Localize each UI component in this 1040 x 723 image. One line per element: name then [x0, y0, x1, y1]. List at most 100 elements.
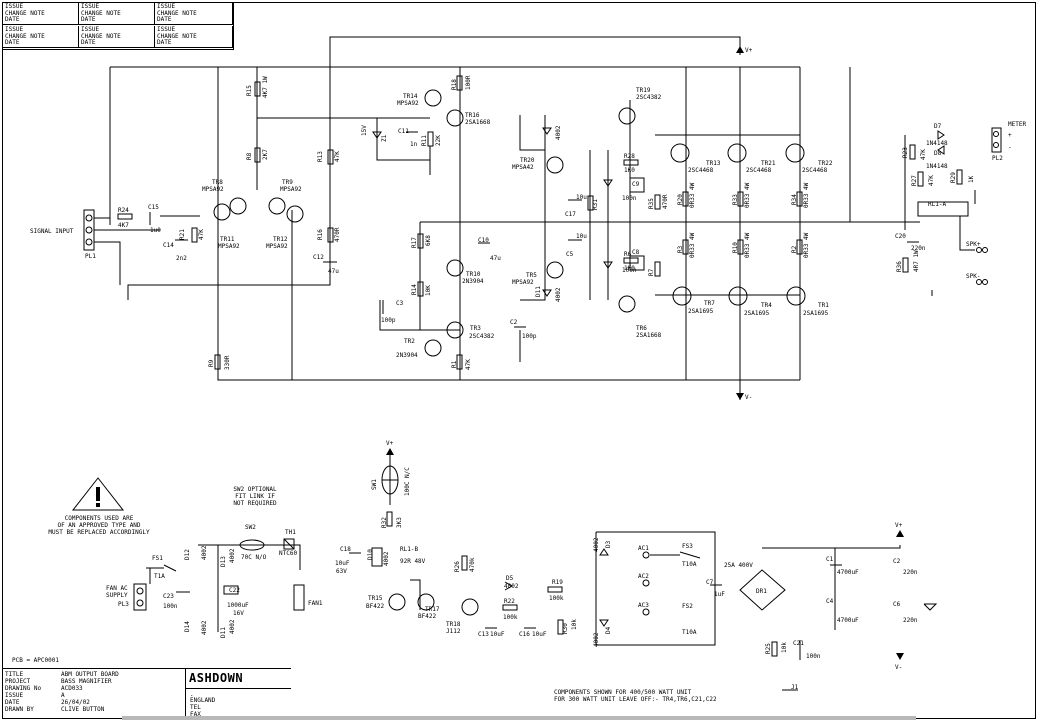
r34-label: R34: [791, 194, 798, 205]
tr7-part: 2SA1695: [688, 308, 714, 315]
c2-value: 100p: [522, 333, 537, 340]
tr10-label: TR10: [466, 271, 481, 278]
rl1b-label: RL1-B: [400, 546, 418, 553]
tr5-label: TR5: [526, 272, 537, 279]
fs1-value: T1A: [154, 573, 165, 580]
sw2-label: SW2: [245, 524, 256, 531]
fs1-fuse: [163, 564, 177, 572]
d8-label: D8: [934, 150, 942, 157]
address-line: .: [190, 691, 194, 698]
r22-label: R22: [504, 598, 515, 605]
d6-diode: [542, 127, 552, 135]
psu-v-minus-label: V-: [895, 664, 902, 671]
c17-value: 10u: [576, 194, 587, 201]
r27-label: R27: [911, 175, 918, 186]
tr3-part: 2SC4382: [469, 333, 495, 340]
fs3-value: T10A: [682, 561, 697, 568]
tb-row: ISSUE: [5, 692, 24, 699]
tb-row: DRAWING No: [5, 685, 42, 692]
r36-value: 4R7 1W: [913, 250, 920, 272]
r27-value: 47K: [928, 175, 935, 186]
d12-value: 4002: [201, 545, 208, 560]
tr2-transistor: [424, 339, 442, 357]
relay-driver: [349, 455, 564, 635]
tr12-label: TR12: [273, 236, 288, 243]
r15-label: R15: [246, 85, 253, 96]
fan-ac-label: FAN AC: [106, 585, 128, 592]
r25-value: 10k: [781, 642, 788, 653]
spk-minus-label: SPK-: [966, 273, 980, 280]
c3-value: 100p: [381, 317, 396, 324]
r34-value: 0R33 4W: [803, 182, 810, 208]
r24-value: 4K7: [118, 222, 129, 229]
d11-value: 4002: [229, 619, 236, 634]
r36-label: R36: [896, 261, 903, 272]
r9-label: R9: [208, 359, 215, 367]
d5-value: 4002: [504, 583, 519, 590]
r13-label: R13: [317, 151, 324, 162]
r36-resistor: [902, 257, 909, 273]
r30-value: 10k: [571, 619, 578, 630]
c21-value: 100n: [806, 653, 821, 660]
r8-label: R8: [246, 152, 253, 160]
r26-value: 470k: [469, 557, 476, 572]
power-supply: [595, 531, 938, 691]
c12-label: C12: [313, 254, 324, 261]
r35-label: R35: [648, 198, 655, 209]
c20-label: C20: [895, 233, 906, 240]
tr7-transistor: [672, 286, 692, 306]
tr19-transistor: [618, 107, 636, 125]
tr22-transistor: [785, 143, 805, 163]
pl2-pin: [993, 142, 999, 148]
d13-value: 4002: [229, 548, 236, 563]
tr13-transistor: [670, 143, 690, 163]
tr11-part: MPSA92: [218, 243, 240, 250]
pl1-label: PL1: [85, 253, 96, 260]
d4-label: D4: [605, 626, 612, 634]
tr1-part: 2SA1695: [803, 310, 829, 317]
r31-resistor: [587, 195, 594, 211]
tr12-part: MPSA92: [266, 243, 288, 250]
d1-diode: [542, 289, 552, 297]
tr14-label: TR14: [403, 93, 418, 100]
tb-value: ACD033: [61, 685, 83, 692]
tr5-transistor: [546, 261, 564, 279]
long-tail-pair: [213, 197, 304, 223]
tr15-label: TR15: [368, 595, 383, 602]
tb-value: A: [61, 692, 65, 699]
ac3-label: AC3: [638, 602, 649, 609]
r10-resistor: [737, 239, 744, 255]
tr9-label: TR9: [282, 179, 293, 186]
c13-value: 10uF: [490, 631, 505, 638]
c8-capacitor: [629, 255, 645, 271]
c23-value: 100n: [163, 603, 178, 610]
r13-value: 47K: [334, 151, 341, 162]
r20-value: 0R33 4W: [689, 182, 696, 208]
tb-row: TITLE: [5, 671, 24, 678]
d1-label: D11: [535, 286, 542, 297]
r33-resistor: [737, 191, 744, 207]
warning-exclamation: [96, 503, 100, 507]
tr13-label: TR13: [706, 160, 721, 167]
supply-rails: [109, 36, 920, 400]
r10-label: R10: [732, 242, 739, 253]
j1-label: J1: [791, 684, 799, 691]
tr15-part: BF422: [366, 603, 384, 610]
r27-resistor: [917, 171, 924, 187]
c7-label: C7: [706, 579, 714, 586]
r35-value: 470R: [662, 194, 669, 209]
r21-value: 47K: [198, 229, 205, 240]
pl1-connector: [83, 209, 160, 285]
c1-value: 4700uF: [837, 569, 859, 576]
tr6-transistor: [618, 295, 636, 313]
address-fax: FAX: [190, 711, 201, 718]
rl1a-label: RL1-A: [928, 201, 946, 208]
tr21-part: 2SC4468: [746, 167, 772, 174]
r16-value: 470R: [334, 227, 341, 242]
tr20-part: MPSA42: [512, 164, 534, 171]
c11-label: C11: [398, 128, 409, 135]
